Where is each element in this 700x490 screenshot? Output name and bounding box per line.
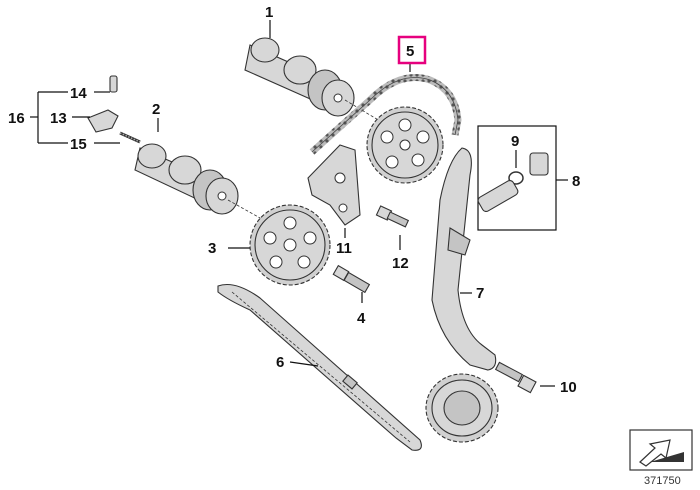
part-9-seal [508, 171, 524, 185]
highlight-box-5 [397, 35, 427, 65]
part-12-bolt [375, 205, 410, 228]
callout-13[interactable]: 13 [50, 110, 67, 127]
sprocket-lower [249, 204, 331, 286]
callout-11[interactable]: 11 [336, 240, 352, 257]
callout-3[interactable]: 3 [208, 240, 216, 257]
diagram-corner-icon [629, 429, 693, 471]
leader-lines [72, 20, 555, 387]
timing-chain [309, 74, 462, 155]
camshaft-upper [244, 37, 396, 131]
part-6-guide-rail [217, 283, 422, 451]
tensioner-piston [477, 179, 519, 213]
part-11-bracket [307, 144, 361, 226]
callout-labels: 1 2 3 4 5 6 7 8 9 10 11 12 13 14 15 16 [8, 4, 580, 396]
crank-sprocket [425, 373, 499, 443]
callout-1[interactable]: 1 [265, 4, 273, 21]
callout-7[interactable]: 7 [476, 285, 484, 302]
callout-16[interactable]: 16 [8, 110, 25, 127]
sprocket-upper [366, 106, 444, 184]
tensioner-plug [529, 152, 549, 176]
part-14-pin [109, 75, 118, 93]
callout-14[interactable]: 14 [70, 85, 87, 102]
part-15-screw [119, 131, 141, 144]
callout-9[interactable]: 9 [511, 133, 519, 150]
part-10-bolt [494, 361, 537, 394]
part-8-box [477, 125, 568, 231]
callout-6[interactable]: 6 [276, 354, 284, 371]
callout-15[interactable]: 15 [70, 136, 87, 153]
camshaft-lower [134, 143, 286, 233]
part-13-clip [87, 109, 119, 133]
callout-8[interactable]: 8 [572, 173, 580, 190]
part-7-tensioner-rail [431, 147, 497, 371]
callout-10[interactable]: 10 [560, 379, 577, 396]
diagram-number: 371750 [644, 475, 681, 487]
callout-5[interactable]: 5 [406, 43, 414, 60]
part-4-bolt [332, 264, 371, 294]
callout-4[interactable]: 4 [357, 310, 366, 327]
callout-2[interactable]: 2 [152, 101, 160, 118]
callout-12[interactable]: 12 [392, 255, 409, 272]
group-bracket-16 [30, 91, 68, 144]
